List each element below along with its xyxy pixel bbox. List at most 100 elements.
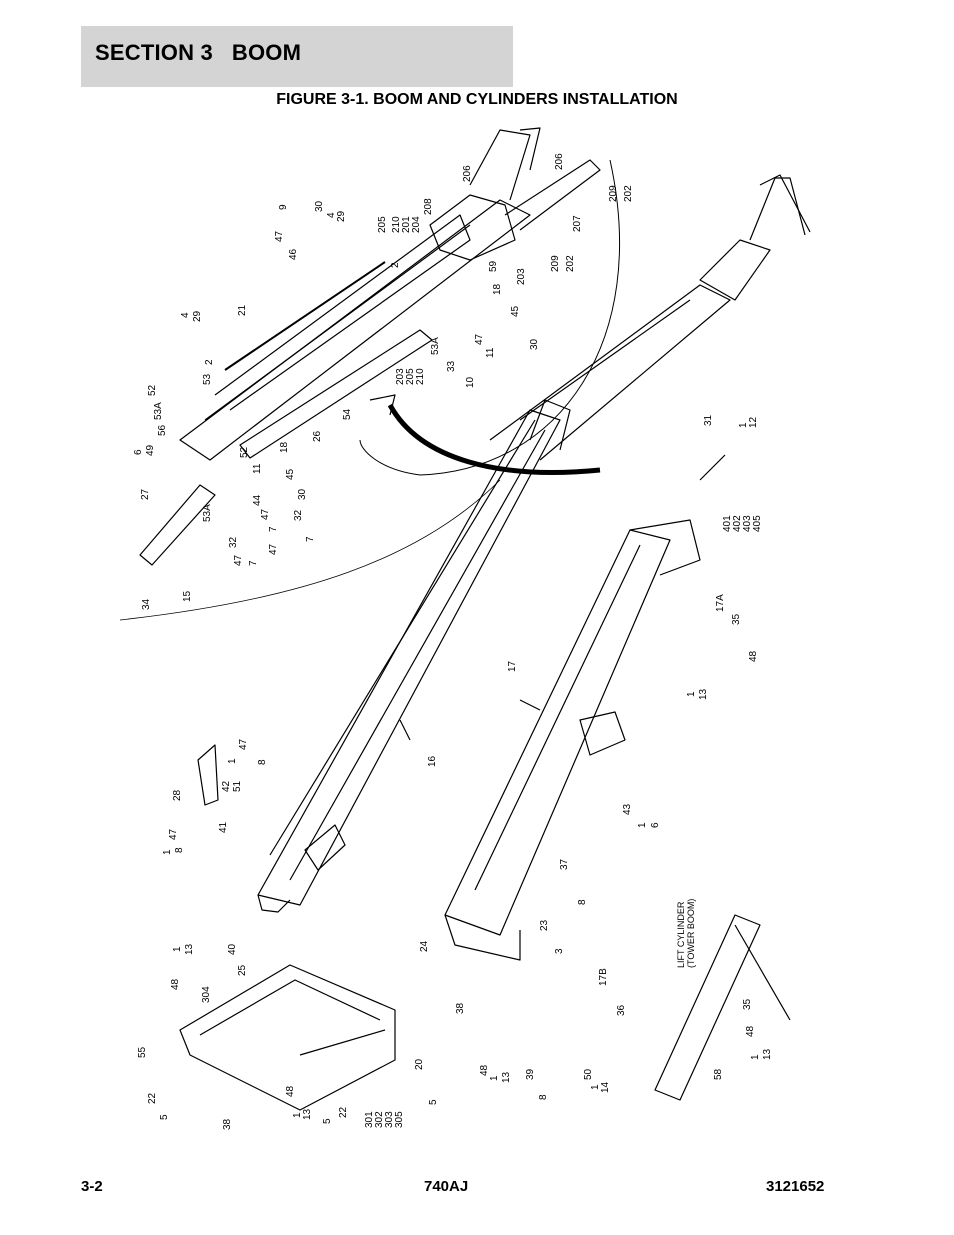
callout: 202 — [565, 255, 576, 272]
callout: 30 — [297, 488, 308, 500]
callout: 48 — [479, 1064, 490, 1076]
callout: 13 — [184, 943, 195, 955]
callout: 7 — [248, 560, 259, 566]
callout: 8 — [257, 759, 268, 765]
callout: 24 — [419, 940, 430, 952]
callout: 1 — [162, 849, 173, 855]
callout: 8 — [174, 847, 185, 853]
callout: 45 — [285, 468, 296, 480]
callout: 18 — [279, 441, 290, 453]
callout: 36 — [616, 1004, 627, 1016]
callout: 53A — [153, 402, 164, 420]
callout: 58 — [713, 1068, 724, 1080]
callout: 7 — [305, 536, 316, 542]
callout: 10 — [465, 376, 476, 388]
callout: 41 — [218, 821, 229, 833]
section-title: SECTION 3 BOOM — [95, 40, 302, 65]
page-number: 3-2 — [81, 1178, 103, 1195]
callout: 208 — [423, 198, 434, 215]
callout: 8 — [538, 1094, 549, 1100]
callout: 1 — [686, 691, 697, 697]
callout: 2 — [204, 359, 215, 365]
callout: 206 — [554, 153, 565, 170]
callout: 51 — [232, 780, 243, 792]
callout: 18 — [492, 283, 503, 295]
callout: 53 — [202, 373, 213, 385]
callout: 49 — [145, 444, 156, 456]
diagram-linework — [119, 127, 811, 1111]
callout: 205 — [405, 368, 416, 385]
callout: 205 — [377, 216, 388, 233]
callout: 47 — [274, 230, 285, 242]
callout: 44 — [252, 494, 263, 506]
model-number: 740AJ — [424, 1178, 469, 1195]
callout: 23 — [539, 919, 550, 931]
callout: 25 — [237, 964, 248, 976]
callout: 33 — [446, 360, 457, 372]
callout: 207 — [572, 215, 583, 232]
callout: 4 — [180, 312, 191, 318]
callout: 47 — [260, 508, 271, 520]
callout: 301 — [364, 1111, 375, 1128]
callout: 1 — [750, 1054, 761, 1060]
callout: 26 — [312, 430, 323, 442]
section-header-band: SECTION 3 BOOM — [81, 26, 513, 87]
callout: 34 — [141, 598, 152, 610]
callout: 48 — [745, 1025, 756, 1037]
document-number: 3121652 — [766, 1178, 825, 1195]
callout: 5 — [159, 1114, 170, 1120]
callout: 30 — [529, 338, 540, 350]
callout: 47 — [168, 828, 179, 840]
callout: 2 — [390, 262, 401, 268]
callout: 52 — [239, 446, 250, 458]
callout: 11 — [252, 463, 263, 474]
callout: 38 — [455, 1002, 466, 1014]
callout: 209 — [550, 255, 561, 272]
callout: 22 — [338, 1106, 349, 1118]
callout: 403 — [742, 515, 753, 532]
callout: 52 — [147, 384, 158, 396]
callout: 1 — [637, 822, 648, 828]
callout: 405 — [752, 515, 763, 532]
callout: 53A — [202, 504, 213, 522]
callout: 13 — [762, 1048, 773, 1060]
callout: 30 — [314, 200, 325, 212]
callout: 4 — [326, 212, 337, 218]
callout: 305 — [394, 1111, 405, 1128]
callout: 12 — [748, 416, 759, 428]
callout: 203 — [516, 268, 527, 285]
callout: 5 — [428, 1099, 439, 1105]
callout: 46 — [288, 248, 299, 260]
callout: 1 — [227, 758, 238, 764]
callout: 1 — [738, 422, 749, 428]
callout: 210 — [391, 216, 402, 233]
callout: 203 — [395, 368, 406, 385]
callout: 47 — [474, 333, 485, 345]
callout: 53A — [430, 337, 441, 355]
callout: 29 — [336, 210, 347, 222]
callout: 47 — [238, 738, 249, 750]
callout: 48 — [748, 650, 759, 662]
callout: 15 — [182, 590, 193, 602]
callout: 43 — [622, 803, 633, 815]
callout: 48 — [170, 978, 181, 990]
callout: 17B — [598, 968, 609, 986]
callout: 304 — [201, 986, 212, 1003]
callout: 9 — [278, 204, 289, 210]
callout: 204 — [411, 216, 422, 233]
callout: 35 — [742, 998, 753, 1010]
callout: 45 — [510, 305, 521, 317]
callout: 1 — [292, 1112, 303, 1118]
callout: 3 — [554, 948, 565, 954]
callout: 1 — [590, 1084, 601, 1090]
figure-title: FIGURE 3-1. BOOM AND CYLINDERS INSTALLAT… — [276, 91, 678, 108]
callout: 17 — [507, 660, 518, 672]
callout: 21 — [237, 304, 248, 316]
callout: 201 — [401, 216, 412, 233]
callout: 50 — [583, 1068, 594, 1080]
callout: 210 — [415, 368, 426, 385]
lift-cylinder-label-line2: (TOWER BOOM) — [686, 899, 696, 968]
callout: 206 — [462, 165, 473, 182]
callout: 37 — [559, 858, 570, 870]
